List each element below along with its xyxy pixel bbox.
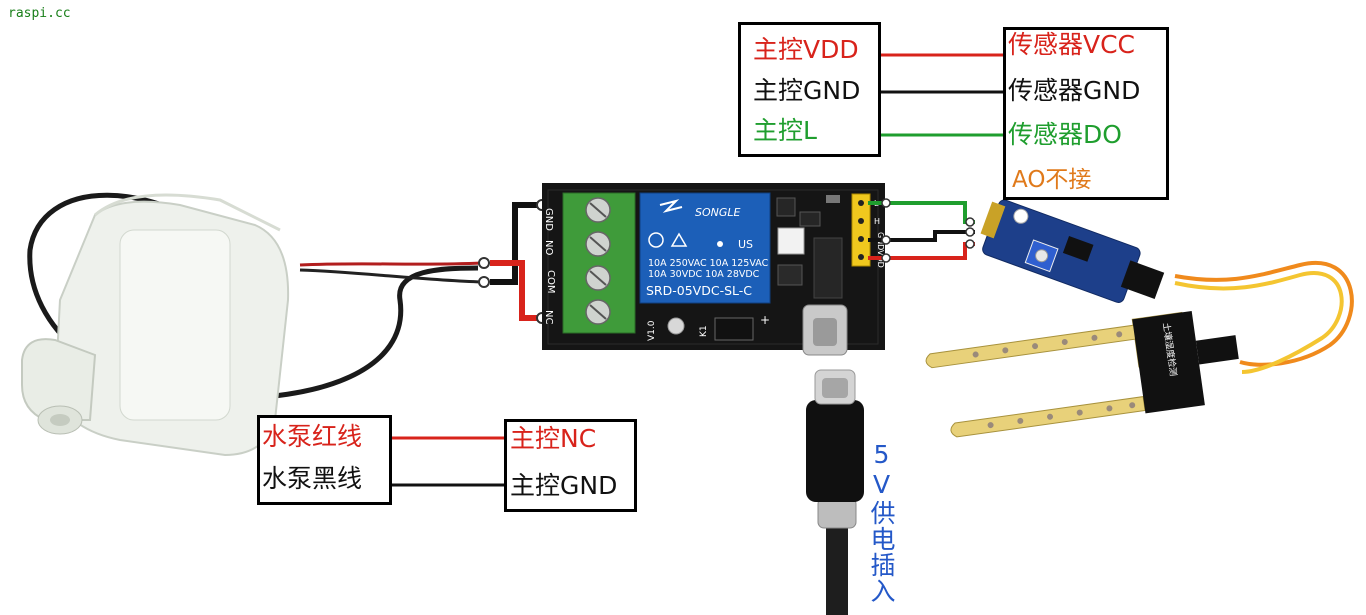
sensor-pins-box: [1003, 27, 1169, 200]
terminal-label-no: NO: [543, 240, 554, 255]
usb-c-cable: [806, 369, 864, 615]
label-sensor-vcc: 传感器VCC: [1008, 30, 1136, 59]
pin-label-h: H: [874, 217, 880, 226]
relay-red-jumper: [490, 260, 545, 321]
relay-brand: SONGLE: [695, 206, 741, 219]
label-master-gnd: 主控GND: [753, 76, 861, 105]
header-pins: [851, 193, 871, 267]
sensor-board: [980, 199, 1165, 303]
label-master-l: 主控L: [753, 116, 817, 145]
label-sensor-ao: AO不接: [1012, 167, 1092, 193]
silk-k1: K1: [699, 325, 709, 337]
label-master-vdd: 主控VDD: [753, 35, 859, 64]
master-pins-box: [738, 22, 881, 157]
relay-black-jumper: [490, 202, 545, 285]
relay-model: SRD-05VDC-SL-C: [646, 283, 752, 298]
relay-module: GND NO COM NC SONGLE US 10A 250VAC 10A 1…: [542, 183, 885, 356]
label-pump-red: 水泵红线: [262, 422, 363, 451]
label-sensor-gnd: 传感器GND: [1008, 76, 1141, 105]
label-sensor-do: 传感器DO: [1008, 120, 1122, 149]
terminal-label-gnd: GND: [543, 208, 554, 231]
relay-cube: [639, 192, 771, 304]
sensor-cable-orange: [1174, 261, 1354, 367]
sensor-cable-yellow: [1174, 271, 1344, 374]
soil-probe: 土壤湿度检测: [925, 311, 1239, 438]
water-pump: [21, 193, 290, 457]
pump-red-wire: [299, 261, 483, 267]
relay-rating-2: 10A 30VDC 10A 28VDC: [648, 269, 760, 280]
pump-black-wire: [299, 268, 483, 284]
terminal-label-nc: NC: [543, 310, 554, 324]
svg-text:US: US: [738, 238, 753, 251]
silk-version: V1.0: [647, 320, 657, 341]
label-master-gnd-2: 主控GND: [510, 471, 618, 500]
terminal-label-com: COM: [545, 270, 556, 293]
power-label: 5V供电插入: [867, 440, 896, 604]
pump-wires-box: [257, 415, 392, 505]
label-pump-black: 水泵黑线: [262, 464, 363, 493]
label-master-nc: 主控NC: [510, 424, 597, 453]
watermark: raspi.cc: [8, 6, 71, 21]
svg-text:+: +: [760, 313, 770, 327]
relay-rating-1: 10A 250VAC 10A 125VAC: [648, 258, 769, 269]
relay-pins-box: [504, 419, 637, 512]
wire-black-gnd: [868, 230, 975, 242]
